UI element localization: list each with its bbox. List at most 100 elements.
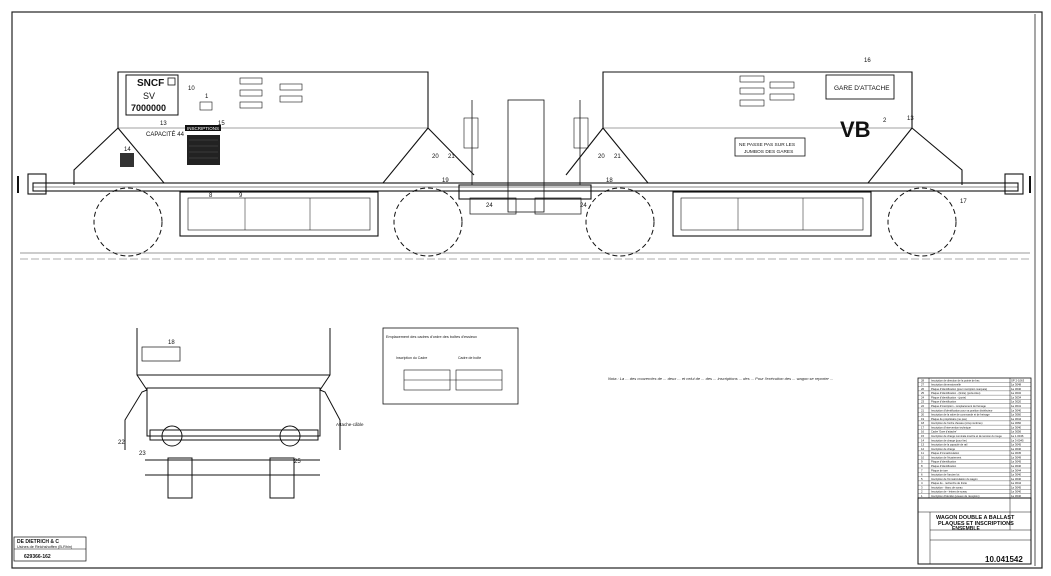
parts-row-number: 11 xyxy=(921,451,924,455)
sv-mark: SV xyxy=(143,91,155,101)
manufacturer-stamp: DE DIETRICH & C Usines de Reichshoffen (… xyxy=(13,536,87,562)
detail-title: Emplacement des cadres d'ordre des boîte… xyxy=(386,335,477,339)
callout: 14 xyxy=(124,147,131,153)
parts-row-description: Inscription de l'écartement xyxy=(931,455,961,459)
parts-row-number: 1 xyxy=(921,494,923,498)
parts-row-reference: 1a 3041 xyxy=(1011,404,1022,408)
callout: 8 xyxy=(209,193,213,199)
parts-row-reference: 1a 3040 xyxy=(1011,387,1022,391)
parts-row-description: Plaque de tare xyxy=(931,468,948,472)
callout: 18 xyxy=(606,178,613,184)
parts-row-reference: 1a 3060 xyxy=(1011,421,1022,425)
notice-line2: JUMBOS DES GARES xyxy=(744,149,793,155)
capacity-label: CAPACITÉ 44 xyxy=(146,131,185,138)
parts-row-description: Inscription de l'immatriculation du wago… xyxy=(931,477,978,481)
parts-row-reference: 1a 3040 xyxy=(1011,473,1022,477)
parts-row-reference: 1a 3032 xyxy=(1011,391,1022,395)
parts-row-reference: 1a 3040 xyxy=(1011,425,1022,429)
parts-row-number: 7 xyxy=(921,468,923,472)
parts-row-description: Inscription - blanc de sceau xyxy=(931,485,963,489)
detail-left-label: Inscription du Cadre xyxy=(396,356,427,360)
parts-row-number: 27 xyxy=(921,383,925,387)
sncf-logo: SNCF xyxy=(137,78,164,89)
parts-row-description: Plaque de propriétaire (ne pas) xyxy=(931,417,967,421)
callout: 18 xyxy=(168,340,175,346)
parts-row-description: Inscription de charge (pour lier) xyxy=(931,438,967,442)
callout: 13 xyxy=(160,121,167,127)
parts-row-description: Plaque d'identification - (limite) (port… xyxy=(931,391,981,395)
callout: 13 xyxy=(907,116,914,122)
callout: 20 xyxy=(432,154,439,160)
parts-row-description: Plaque d'immatriculation xyxy=(931,451,960,455)
parts-row-description: Cadre 'Gare d'attache' xyxy=(931,430,957,434)
parts-row-number: 23 xyxy=(921,400,925,404)
parts-row-description: Plaque d'identification xyxy=(931,460,957,464)
callout: 23 xyxy=(139,451,146,457)
parts-row-number: 5 xyxy=(921,477,923,481)
parts-row-number: 26 xyxy=(921,387,925,391)
parts-row-description: Plaque d'identification - (porte) xyxy=(931,395,966,399)
manufacturer-line2: Usines de Reichshoffen (B-Rhin) xyxy=(17,545,73,549)
parts-row-number: 14 xyxy=(921,438,925,442)
parts-row-description: Inscription d'identification pour sa pos… xyxy=(931,408,993,412)
inscriptions-panel-label: INSCRIPTIONS xyxy=(187,126,219,131)
parts-row-description: Plaque d'identification (pour inscriptio… xyxy=(931,387,987,391)
parts-row-number: 16 xyxy=(921,430,925,434)
note-text: Nota : La ... des couvercles de ... deux… xyxy=(608,376,834,381)
end-view xyxy=(124,328,341,499)
parts-row-description: Inscription de l'ordre d'essieu (cinq no… xyxy=(931,421,983,425)
parts-row-description: Inscription de la capacité de rail xyxy=(931,443,968,447)
callout: 21 xyxy=(614,154,621,160)
manufacturer-line1: DE DIETRICH & C xyxy=(17,539,59,545)
axle-box-detail xyxy=(382,327,519,405)
parts-row-description: Plaque d'identification xyxy=(931,400,957,404)
parts-row-reference: 1a 3045 xyxy=(1011,451,1022,455)
callout: 9 xyxy=(239,193,243,199)
parts-row-reference: 1a 3040 xyxy=(1011,408,1022,412)
parts-row-reference: 1a 3044 xyxy=(1011,417,1022,421)
parts-row-description: Plaque de - recherche de limite xyxy=(931,481,967,485)
parts-row-description: Inscription de charge nominale inscrite … xyxy=(931,434,1002,438)
title-line2: PLAQUES ET INSCRIPTIONS xyxy=(938,521,1014,527)
parts-row-reference: 1a 3040 xyxy=(1011,464,1022,468)
callout: 17 xyxy=(960,199,967,205)
wagon-number: 7000000 xyxy=(131,103,166,113)
parts-row-number: 10 xyxy=(921,455,925,459)
parts-row-description: Inscription d'intervention technique xyxy=(931,425,971,429)
parts-row-number: 22 xyxy=(921,404,925,408)
wheels xyxy=(93,187,957,257)
parts-row-reference: 1a 3034 xyxy=(1011,395,1022,399)
callout: 25 xyxy=(294,459,301,465)
parts-row-reference: 1a 3045 xyxy=(1011,443,1022,447)
parts-row-description: Inscription de direction de la pointe de… xyxy=(931,378,980,382)
parts-row-reference: 1a 3048 xyxy=(1011,383,1022,387)
parts-row-description: Plaque d'inscription - remplacement de f… xyxy=(931,404,986,408)
callout: 24 xyxy=(580,203,587,209)
parts-row-reference: 1a 3040 xyxy=(1011,447,1022,451)
parts-row-number: 12 xyxy=(921,447,925,451)
parts-row-description: Inscription de la valve de commande et d… xyxy=(931,413,990,417)
parts-row-reference: 1a 3044 xyxy=(1011,481,1022,485)
parts-row-reference: 1a 3020 xyxy=(1011,400,1022,404)
parts-row-reference: 1a 3056 xyxy=(1011,430,1022,434)
parts-row-number: 3 xyxy=(921,485,923,489)
parts-row-number: 4 xyxy=(921,481,923,485)
parts-row-number: 18 xyxy=(921,421,925,425)
inscriptions-panel xyxy=(187,135,220,165)
parts-row-reference: 1a 3040 xyxy=(1011,494,1022,498)
parts-row-reference: 1a 3-0045 xyxy=(1011,438,1024,442)
parts-row-reference: 1a 3040 xyxy=(1011,490,1022,494)
parts-row-number: 15 xyxy=(921,434,925,438)
right-small-plates xyxy=(739,75,795,107)
parts-row-reference: 1a 1.0046 xyxy=(1011,434,1024,438)
parts-row-description: Inscription de - lettres de sceau xyxy=(931,490,968,494)
parts-row-reference: SP 2-1063 xyxy=(1011,378,1025,382)
parts-row-number: 8 xyxy=(921,464,923,468)
parts-row-reference: 1a 3060 xyxy=(1011,413,1022,417)
notice-line1: NE PASSE PAS SUR LES xyxy=(739,142,795,148)
parts-row-reference: 1a 3049 xyxy=(1011,455,1022,459)
parts-row-number: 6 xyxy=(921,473,923,477)
parts-row-number: 21 xyxy=(921,408,925,412)
callout: 2 xyxy=(883,118,887,124)
